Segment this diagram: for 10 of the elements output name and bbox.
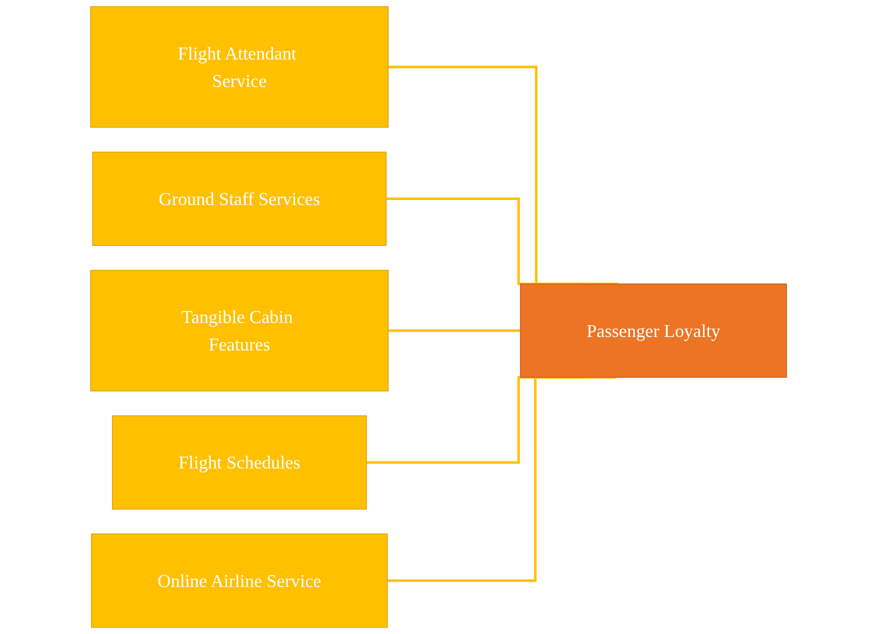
connector xyxy=(388,329,520,332)
connector xyxy=(388,66,618,286)
node-box: Tangible Cabin Features xyxy=(90,270,389,392)
connector xyxy=(386,198,583,286)
node-box: Flight Attendant Service xyxy=(90,6,389,128)
node-box: Passenger Loyalty xyxy=(520,284,787,378)
node-box: Online Airline Service xyxy=(90,534,388,628)
connector xyxy=(387,376,616,582)
node-box: Flight Schedules xyxy=(112,415,367,510)
node-box: Ground Staff Services xyxy=(92,152,386,246)
